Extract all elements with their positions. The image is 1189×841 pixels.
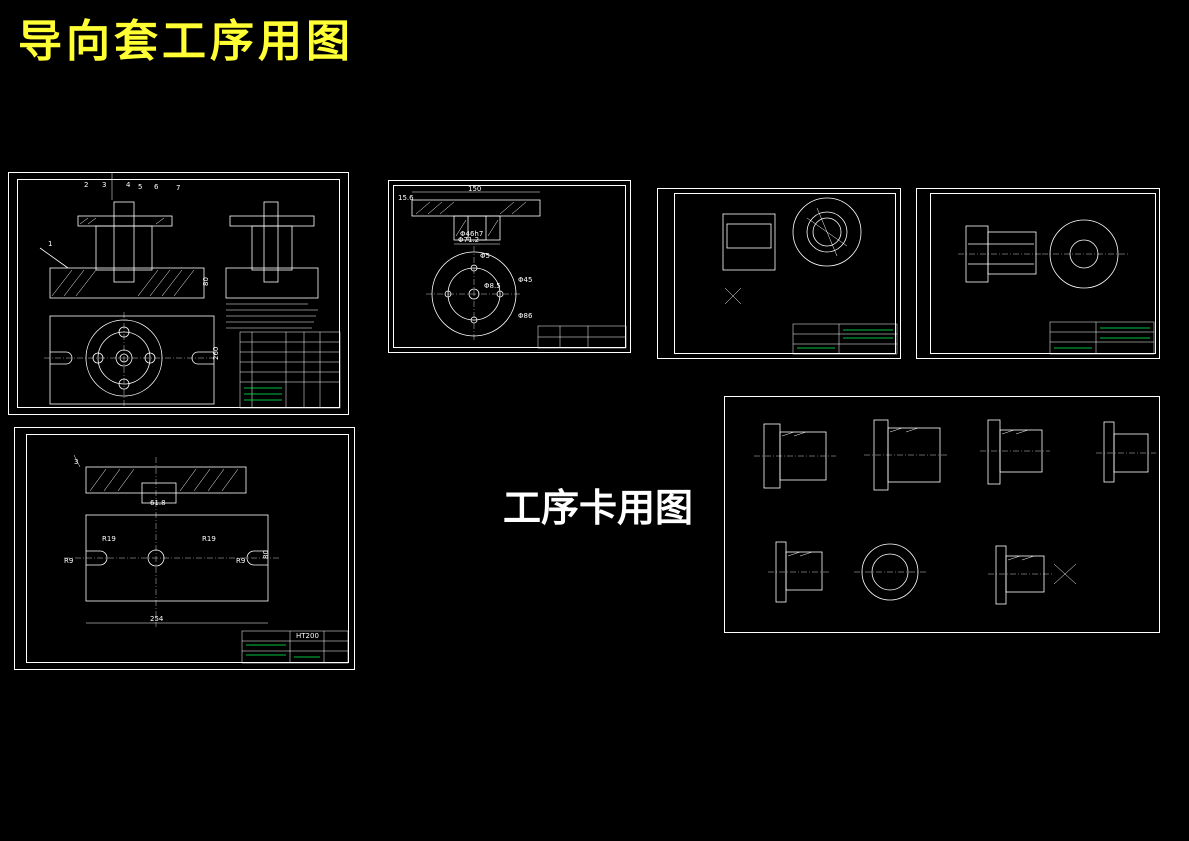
sheet-bushing-section[interactable] — [657, 188, 901, 359]
part-number: 6 — [154, 183, 159, 191]
dimension-label: 260 — [212, 347, 220, 360]
page-title: 导向套工序用图 — [18, 16, 354, 67]
dimension-label: Φ45 — [518, 276, 532, 284]
section-title: 工序卡用图 — [503, 486, 694, 530]
part-number: 4 — [126, 181, 131, 189]
dimension-label: R19 — [202, 535, 216, 543]
dimension-label: Φ86 — [518, 312, 533, 320]
part-label: 1 — [48, 240, 52, 248]
sheet-fixture-assembly[interactable]: 2 3 4 5 6 7 1 80 260 — [8, 172, 349, 415]
dimension-label: 254 — [150, 615, 164, 623]
material-label: HT200 — [296, 632, 319, 640]
dimension-label: Φ5 — [480, 252, 490, 260]
dimension-label: R9 — [64, 557, 73, 565]
dimension-label: 61.8 — [150, 499, 166, 507]
part-number: 5 — [138, 183, 142, 191]
part-number: 3 — [102, 181, 106, 189]
dimension-label: Φ46h7 — [460, 230, 483, 238]
sheet-process-card-views[interactable] — [724, 396, 1160, 633]
sheet-plate[interactable]: 3 61.8 R19 R19 R9 R9 254 80 HT200 — [14, 427, 355, 670]
dimension-label: Φ71.2 — [458, 236, 479, 244]
dimension-label: R9 — [236, 557, 245, 565]
sheet-bushing-views[interactable] — [916, 188, 1160, 359]
dimension-label: 15.6 — [398, 194, 414, 202]
dimension-label: 80 — [202, 277, 210, 286]
dimension-label: 150 — [468, 185, 481, 193]
dimension-label: Φ8.5 — [484, 282, 501, 290]
dimension-label: R19 — [102, 535, 116, 543]
sheet-flange-part[interactable]: 150 15.6 Φ46h7 Φ71.2 Φ5 Φ45 Φ86 Φ8.5 — [388, 180, 631, 353]
dimension-label: 80 — [262, 550, 270, 559]
dimension-label: 3 — [74, 458, 78, 466]
part-number: 2 — [84, 181, 88, 189]
part-number: 7 — [176, 184, 180, 192]
